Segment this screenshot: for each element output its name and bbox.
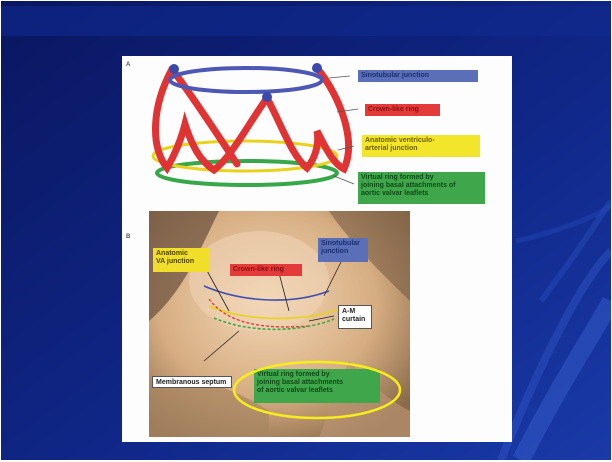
anatomy-figure: A Sinotubular ju: [122, 56, 512, 442]
highlight-ellipse: [234, 362, 400, 418]
highlight-overlay: [122, 56, 512, 442]
